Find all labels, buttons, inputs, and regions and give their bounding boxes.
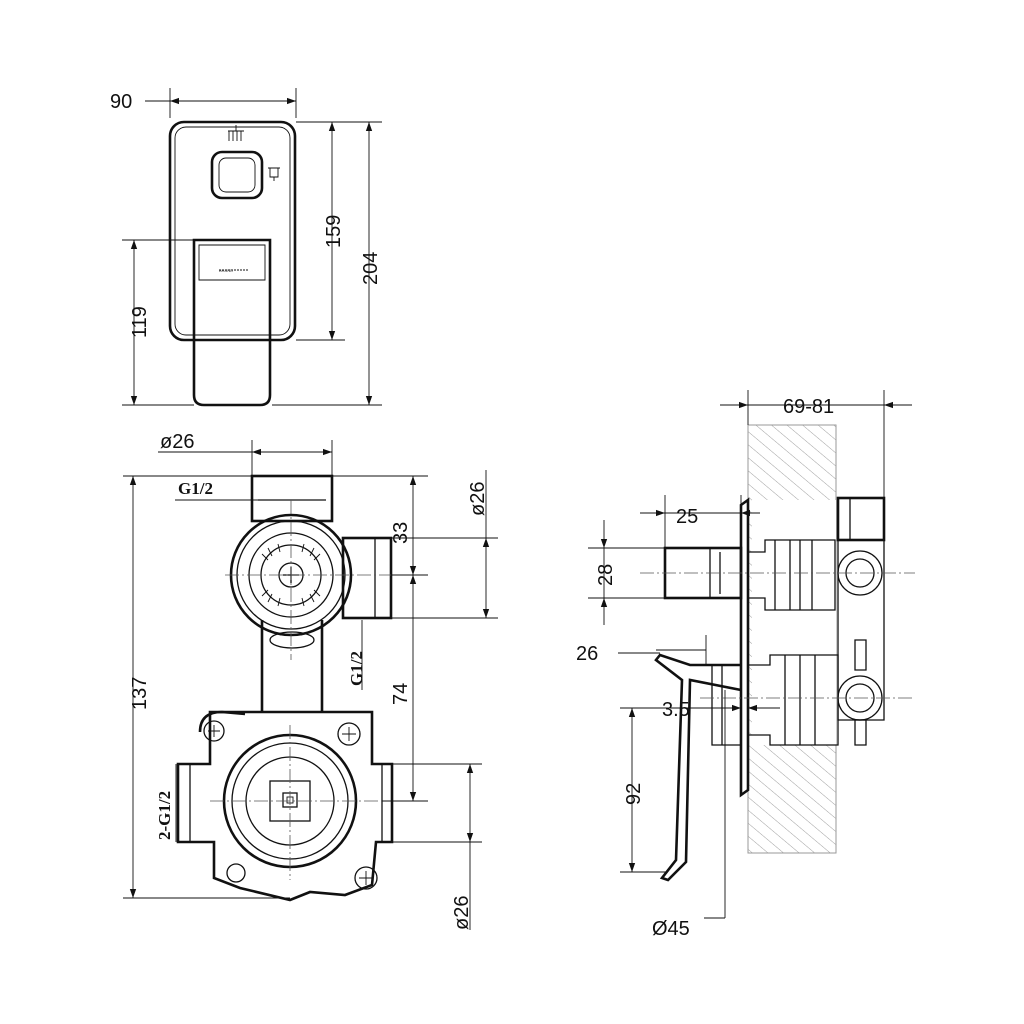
dim-bottom-port-dia: ø26 [451, 896, 473, 930]
front-view: BRAND 90 159 204 119 [110, 88, 382, 407]
side-lever [654, 653, 742, 882]
faceplate [168, 120, 297, 342]
dim-plate-thickness: 3.5 [662, 699, 690, 721]
mixer-lever [192, 238, 272, 407]
brand-mark: BRAND [219, 268, 233, 273]
dim-total-204: 204 [360, 252, 382, 285]
dim-plate-159: 159 [323, 215, 345, 248]
label-side-thread: G1/2 [347, 651, 366, 686]
escutcheon-plate [739, 497, 750, 798]
body-view: ø26 G1/2 137 33 74 ø26 G1/2 2-G1/2 [123, 431, 498, 930]
side-view: 69-81 25 28 26 3.5 92 Ø45 [576, 390, 915, 940]
mounting-hole-bottom-left [226, 863, 246, 883]
dim-right-port-dia: ø26 [467, 482, 489, 516]
upper-side-port [341, 536, 393, 620]
dim-lever-length: 92 [623, 783, 645, 805]
dim-escutcheon-diameter: Ø45 [652, 918, 690, 940]
dim-top-port-dia: ø26 [160, 431, 194, 453]
dim-lever-119: 119 [129, 306, 151, 338]
dim-cartridge-length: 25 [676, 506, 698, 528]
dim-overall-137: 137 [129, 677, 151, 710]
dim-cartridge-diameter: 28 [595, 564, 617, 586]
bath-spout-icon [268, 167, 280, 181]
top-riser [836, 496, 886, 542]
dim-wall-depth: 69-81 [783, 396, 834, 418]
dim-width-90: 90 [110, 91, 132, 113]
valve-body [176, 710, 394, 902]
dim-centers-74: 74 [390, 683, 412, 705]
mounting-screw-bottom-right [354, 866, 378, 890]
dim-offset-33: 33 [390, 522, 412, 544]
diverter-knob [210, 150, 264, 200]
dim-lever-offset: 26 [576, 643, 598, 665]
mounting-screw-top-right [337, 722, 361, 746]
label-bottom-thread: 2-G1/2 [155, 791, 174, 840]
shower-head-icon [228, 125, 244, 141]
label-top-thread: G1/2 [178, 479, 213, 498]
mounting-screw-top-left [203, 720, 225, 742]
